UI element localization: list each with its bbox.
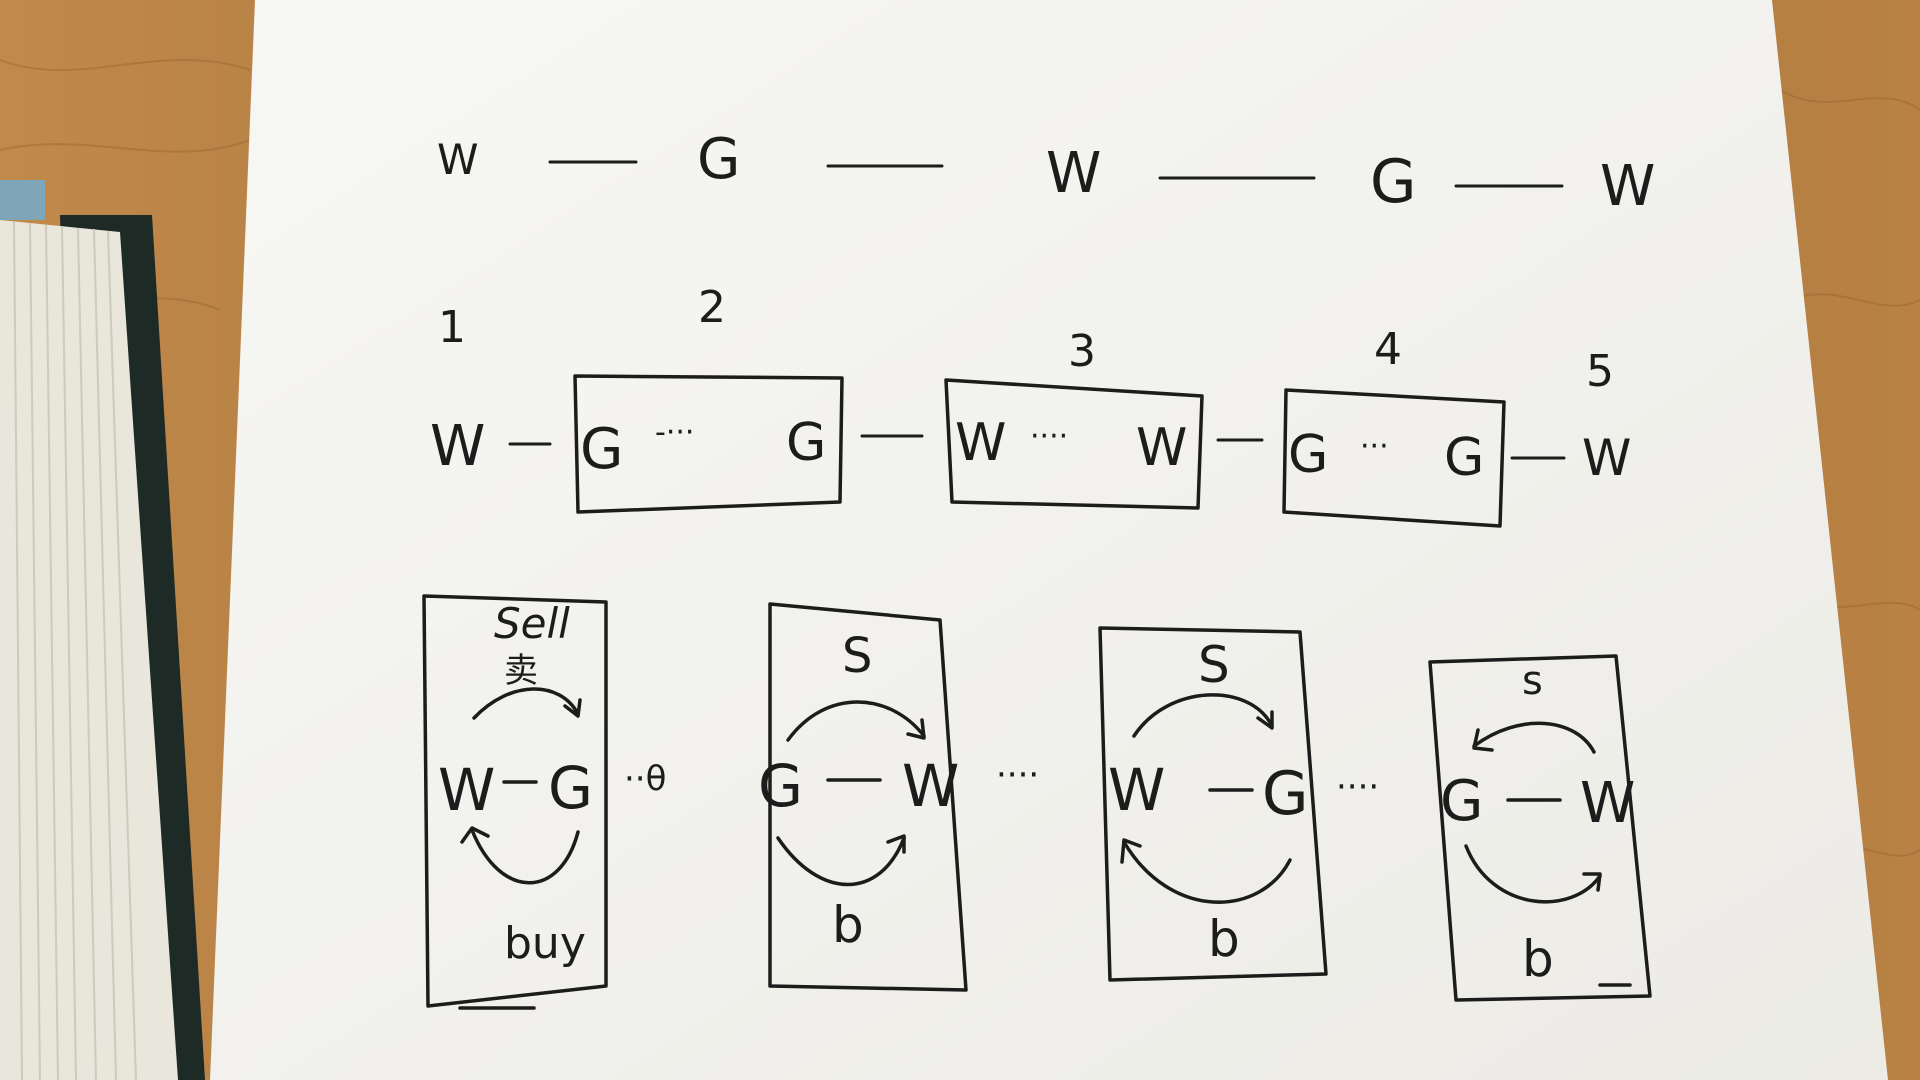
box4-left-node: G (1440, 769, 1483, 834)
row3-box1-labels: Sell 卖 W G buy (438, 599, 593, 969)
row2-node-w3: W (1136, 418, 1187, 478)
row2-node-g4: G (1444, 428, 1484, 488)
row2-node-w2: W (955, 413, 1006, 473)
row2-dots-2: ···· (1030, 419, 1068, 454)
row2-box-1 (573, 374, 844, 514)
row2-number-2: 2 (698, 282, 726, 333)
row2-number-5: 5 (1586, 346, 1614, 397)
row2-number-1: 1 (438, 302, 466, 353)
row1-node-w3: W (1600, 154, 1655, 219)
row2-number-3: 3 (1068, 326, 1096, 377)
row2-box-2 (944, 378, 1204, 510)
box1-top-label: Sell (494, 599, 570, 648)
row2-node-w4: W (1582, 429, 1631, 487)
row2-node-g2: G (786, 413, 826, 473)
box2-left-node: G (758, 752, 803, 820)
box2-right-node: W (902, 752, 959, 820)
box4-bottom-label: b (1522, 930, 1554, 988)
box1-right-node: G (548, 754, 593, 822)
row1-node-w2: W (1046, 141, 1101, 206)
row2-node-g1: G (580, 417, 623, 482)
box1-scratched-label: 卖 (504, 651, 538, 691)
box2-bottom-label: b (832, 896, 864, 954)
box2-top-label: S (842, 628, 872, 684)
row1-sequence (548, 160, 1564, 188)
row2-numbers: 1 2 3 4 5 (438, 282, 1614, 397)
row3-box2-labels: S G W b (758, 628, 959, 954)
row2-links (508, 434, 1566, 460)
row3-box-2 (768, 602, 968, 992)
box3-right-node: G (1262, 759, 1309, 829)
row2-node-w1: W (430, 414, 485, 479)
row1-nodes: W G W G W (437, 127, 1655, 219)
row2-node-g3: G (1288, 425, 1328, 485)
row3-box-3 (1098, 626, 1328, 982)
book (0, 180, 205, 1080)
box3-top-label: S (1198, 636, 1230, 694)
paper-sheet (210, 0, 1888, 1080)
row3-box-4 (1428, 654, 1652, 1002)
row3-between-2: ···· (996, 755, 1039, 795)
row1-node-g1: G (697, 127, 740, 192)
box1-bottom-label: buy (504, 918, 586, 969)
row2-nodes: W G G W W G G W (430, 413, 1631, 488)
row2-dots-1: -··· (655, 415, 694, 450)
row3-between: ··θ ···· ···· (624, 755, 1379, 807)
row2-dots-3: ··· (1360, 429, 1389, 464)
row3-box4-labels: s G W b (1440, 658, 1635, 988)
row3-between-1: ··θ (624, 759, 666, 799)
row2-dots: -··· ···· ··· (655, 415, 1389, 464)
row3-boxes (422, 594, 1652, 1008)
box3-left-node: W (1108, 756, 1165, 824)
row1-node-g2: G (1370, 147, 1417, 217)
row2-number-4: 4 (1374, 324, 1402, 375)
box4-top-label: s (1522, 658, 1543, 704)
box1-left-node: W (438, 756, 495, 824)
row3-arrows (460, 687, 1602, 904)
row1-node-w1: W (437, 135, 479, 184)
row2-box-3 (1282, 388, 1506, 528)
row3-box3-labels: S W G b (1108, 636, 1309, 968)
row2-boxes (573, 374, 1506, 528)
row3-links (458, 778, 1632, 1010)
box4-right-node: W (1580, 771, 1635, 836)
box3-bottom-label: b (1208, 910, 1240, 968)
row3-between-3: ···· (1336, 767, 1379, 807)
row3-box-1 (422, 594, 608, 1008)
